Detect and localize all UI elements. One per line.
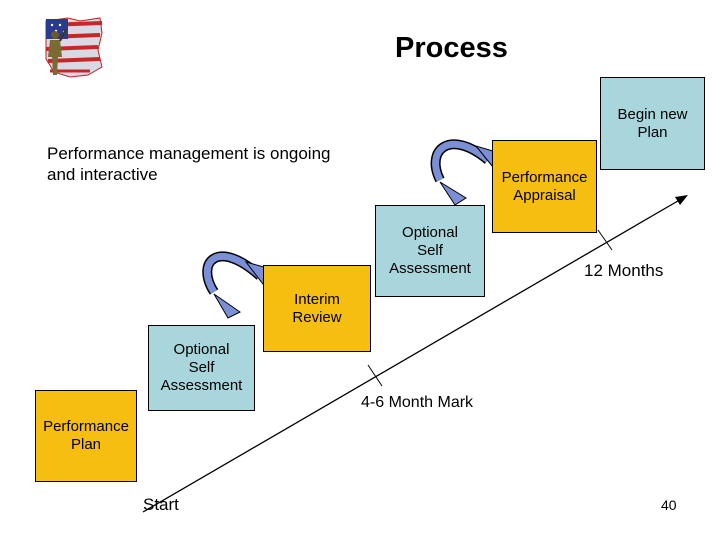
optional-self-assessment-label-1: Optional Self Assessment <box>160 341 243 394</box>
curved-arrow-icon <box>430 139 504 206</box>
performance-appraisal-box: Performance Appraisal <box>492 140 597 233</box>
begin-new-plan-label: Begin new Plan <box>617 105 688 141</box>
timeline-mid-label: 4-6 Month Mark <box>361 394 474 411</box>
performance-plan-label: Performance Plan <box>43 418 129 453</box>
optional-self-assessment-box-1: Optional Self Assessment <box>148 325 255 411</box>
curved-arrow-icon <box>202 251 275 319</box>
tick-mid <box>367 364 383 387</box>
timeline-end-label: 12 Months <box>584 261 664 280</box>
tick-end <box>597 229 613 251</box>
page-title: Process <box>395 32 508 64</box>
performance-appraisal-label: Performance Appraisal <box>501 168 588 204</box>
begin-new-plan-box: Begin new Plan <box>600 77 705 170</box>
intro-text: Performance management is ongoing and in… <box>47 144 331 184</box>
timeline-start-label: Start <box>143 495 179 514</box>
optional-self-assessment-box-2: Optional Self Assessment <box>375 205 485 297</box>
soldier-ohio-flag-logo <box>40 15 105 80</box>
performance-plan-box: Performance Plan <box>35 390 137 482</box>
timeline-arrowhead <box>675 195 688 205</box>
page-number: 40 <box>661 497 677 513</box>
optional-self-assessment-label-2: Optional Self Assessment <box>389 224 471 277</box>
interim-review-label: Interim Review <box>292 290 342 326</box>
interim-review-box: Interim Review <box>263 265 371 352</box>
timeline-line <box>142 197 684 513</box>
